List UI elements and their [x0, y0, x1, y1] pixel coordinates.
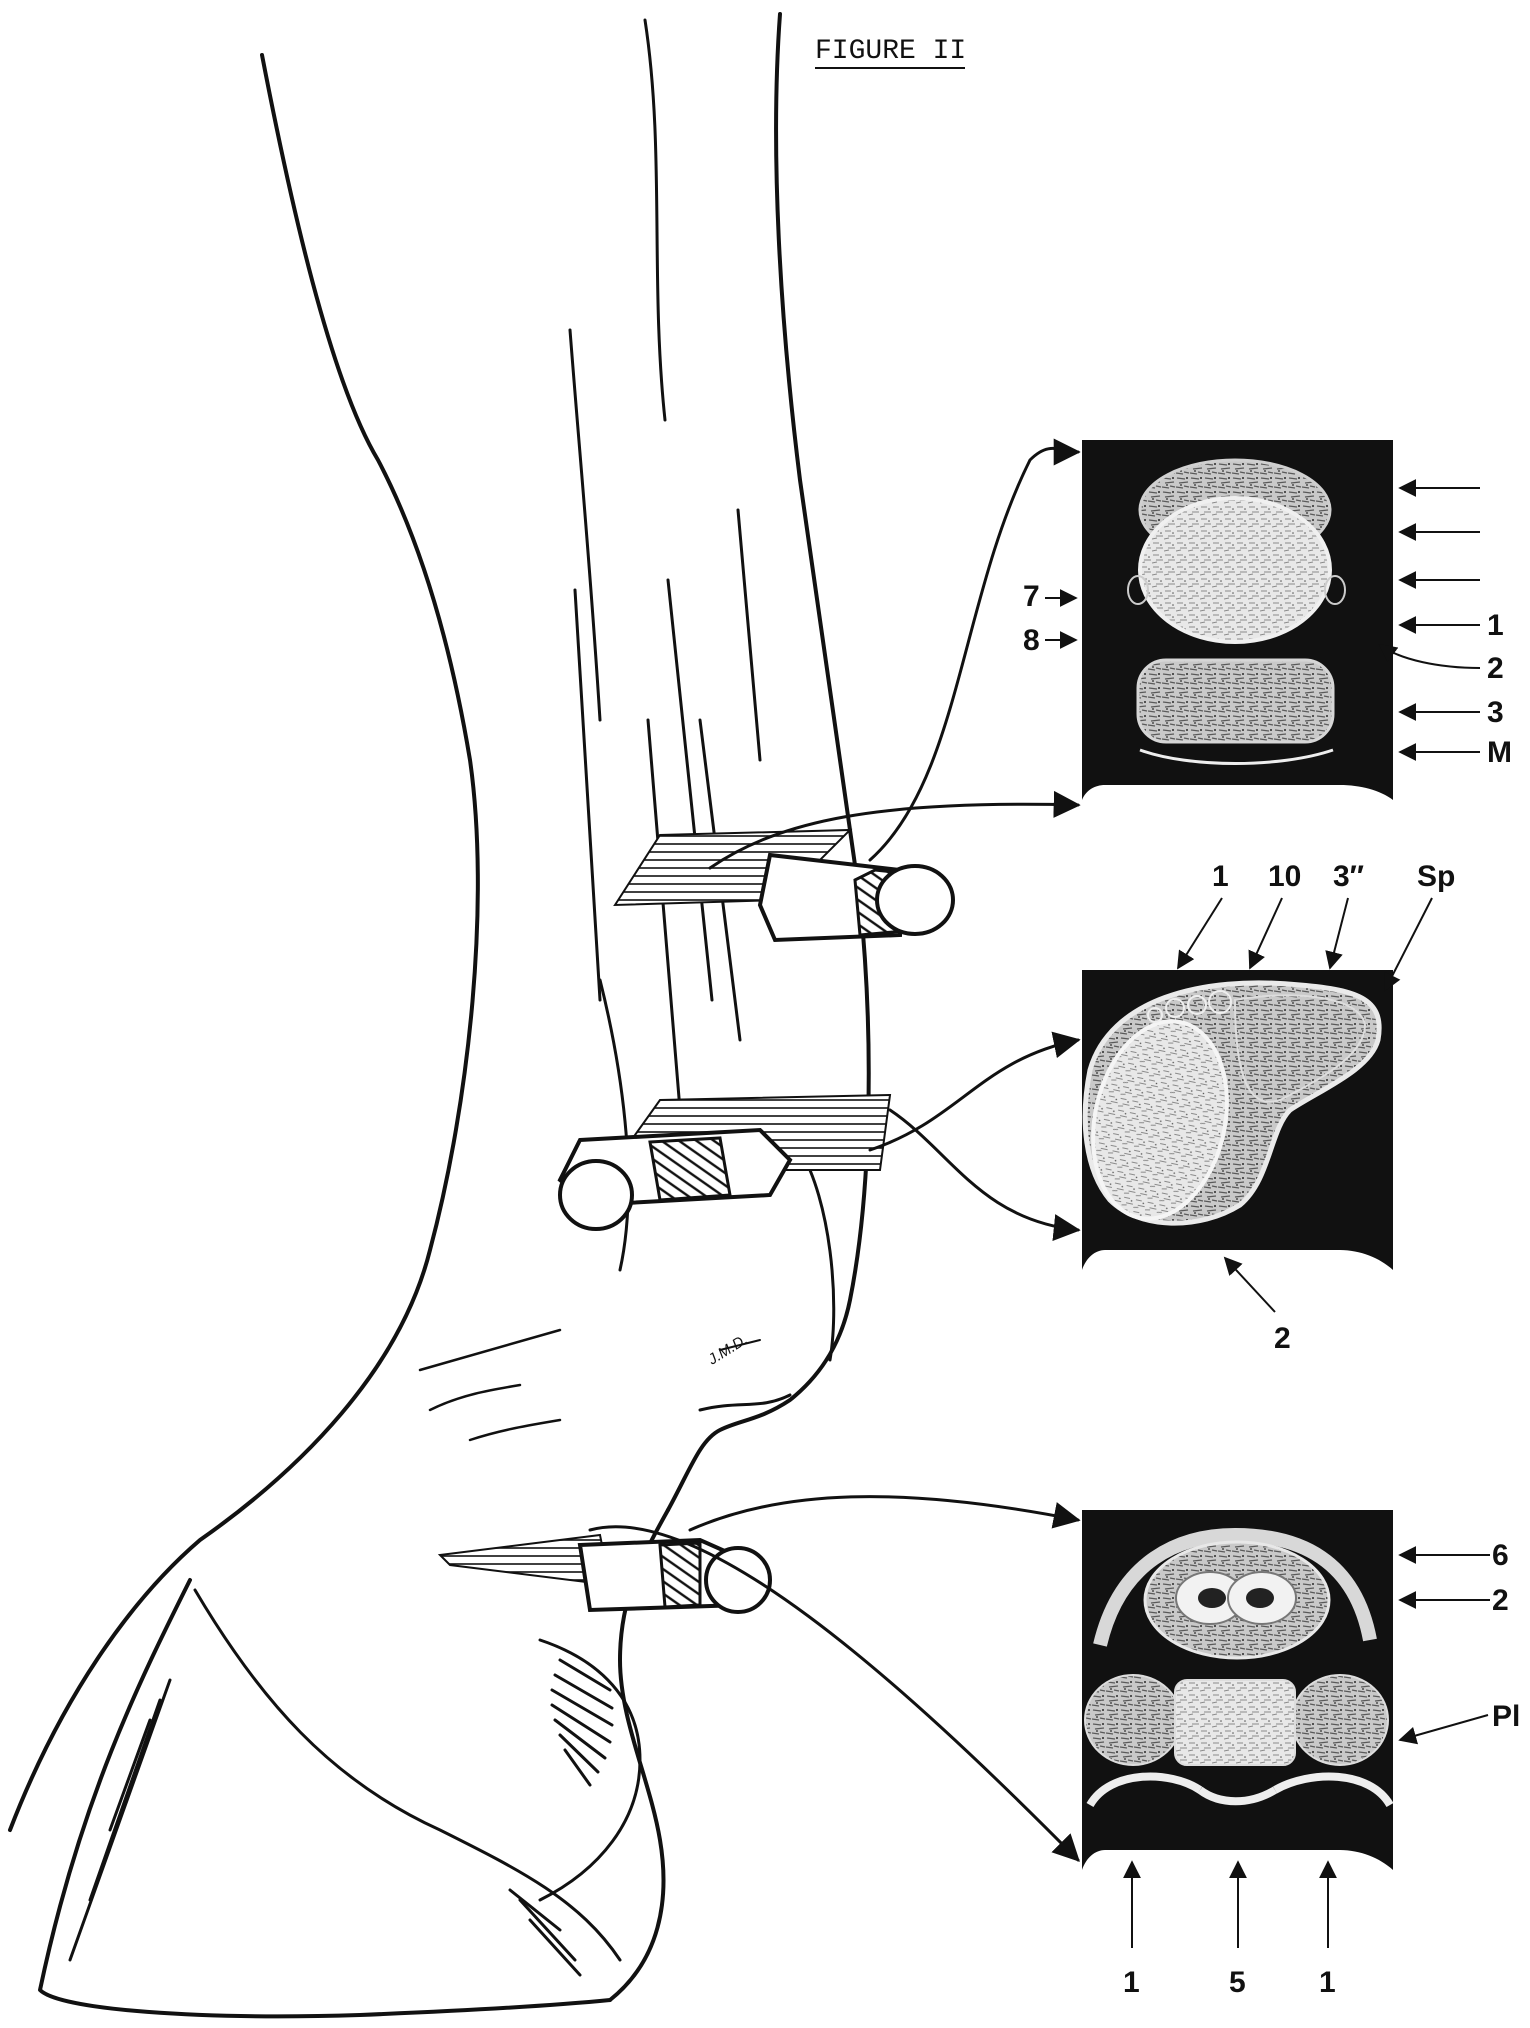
- panel-top-right-label-6: 3: [1487, 696, 1504, 729]
- panel-bottom-right-label-2: 2: [1492, 1584, 1509, 1617]
- tendon-line-7: [738, 510, 760, 760]
- probe-top-cap: [877, 866, 953, 934]
- tendon-line-4: [668, 580, 712, 1000]
- tendon-line-8: [800, 1150, 834, 1360]
- panel-bottom-bottom-label-2: 5: [1229, 1966, 1246, 1999]
- probe-middle-grip: [650, 1138, 730, 1200]
- panel-bottom-right-label-1: 6: [1492, 1539, 1509, 1572]
- limb-drawing: [10, 14, 869, 2016]
- panel-middle-bottom-arrow: [1225, 1258, 1275, 1312]
- ultrasound-panel-bottom: 6 2 Pl 1 5 1: [1082, 1510, 1520, 1999]
- arrow-bottom-upper: [690, 1497, 1078, 1530]
- ultrasound-panel-top: 7 8 1 2 3 M: [1023, 440, 1512, 800]
- limb-anterior-contour: [668, 14, 869, 1510]
- panel-bottom-bottom-label-1: 1: [1123, 1966, 1140, 1999]
- panel-top-right-label-4: 1: [1487, 609, 1504, 642]
- panel-top-left-label-1: 7: [1023, 580, 1040, 613]
- panel-top-core: [1140, 498, 1330, 642]
- tendon-line-1: [570, 330, 600, 720]
- panel-top-right-label-5: 2: [1487, 652, 1504, 685]
- panel-top-lower-band: [1138, 660, 1333, 742]
- hoof-shading: [510, 1660, 612, 1975]
- artist-signature: J.M.D.: [704, 1331, 751, 1369]
- panel-bottom-core-right-center: [1246, 1588, 1274, 1608]
- panel-bottom-right-label-3: Pl: [1492, 1700, 1520, 1733]
- figure-title: FIGURE II: [815, 36, 966, 67]
- probe-middle: [560, 1095, 890, 1229]
- probe-bottom: [440, 1535, 770, 1612]
- panel-bottom-lobe-left: [1085, 1675, 1181, 1765]
- arrow-top-upper: [870, 448, 1078, 860]
- panel-middle-top-label-1: 1: [1212, 860, 1229, 893]
- probe-bottom-grip: [660, 1543, 700, 1607]
- figure-title-group: FIGURE II: [815, 36, 966, 68]
- limb-posterior-contour: [10, 55, 478, 1830]
- panel-middle-top-arrow-1: [1178, 898, 1222, 968]
- ultrasound-panel-middle: 1 10 3″ Sp 2: [1076, 860, 1456, 1355]
- panel-top-right-arrow-5: [1380, 645, 1480, 668]
- panel-bottom-lobe-right: [1292, 1675, 1388, 1765]
- panel-top-right-label-7: M: [1487, 736, 1512, 769]
- panel-middle-top-label-2: 10: [1268, 860, 1301, 893]
- panel-middle-top-arrow-4: [1385, 898, 1432, 990]
- panel-middle-bottom-label: 2: [1274, 1322, 1291, 1355]
- limb-inner-contour: [645, 20, 665, 420]
- panel-middle-top-arrow-2: [1250, 898, 1282, 968]
- probe-middle-cap: [560, 1161, 632, 1229]
- panel-middle-top-label-3: 3″: [1333, 860, 1364, 893]
- panel-bottom-center-block: [1175, 1680, 1295, 1765]
- panel-bottom-core-left-center: [1198, 1588, 1226, 1608]
- fetlock-shading: [420, 1330, 560, 1440]
- panel-bottom-right-arrow-3: [1400, 1715, 1488, 1740]
- hoof-wall-line-2: [90, 1700, 160, 1900]
- tendon-line-5: [648, 720, 680, 1110]
- panel-top-left-label-2: 8: [1023, 624, 1040, 657]
- panel-bottom-bottom-label-3: 1: [1319, 1966, 1336, 1999]
- arrow-middle-upper: [870, 1040, 1078, 1150]
- panel-middle-top-arrow-3: [1330, 898, 1348, 968]
- panel-middle-top-label-4: Sp: [1417, 860, 1455, 893]
